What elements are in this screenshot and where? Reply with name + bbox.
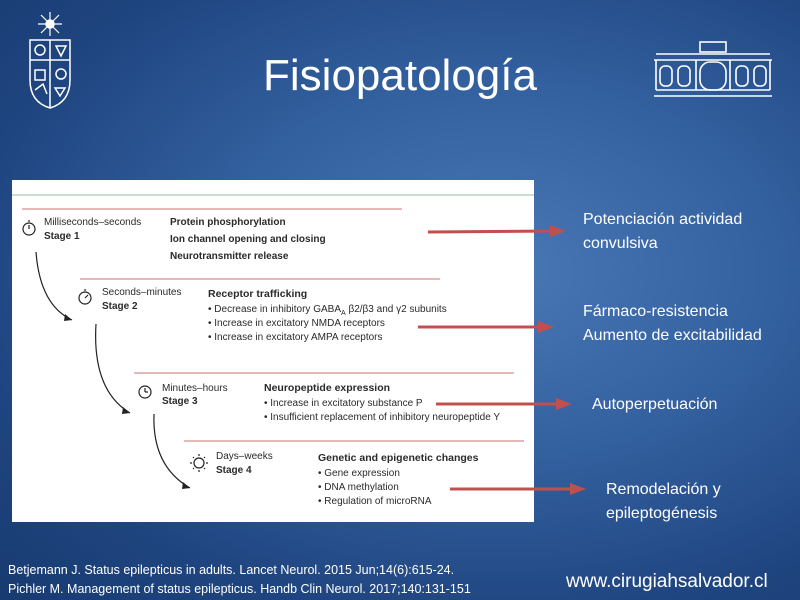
stages-figure: Milliseconds–seconds Stage 1 Protein pho… [12, 180, 534, 522]
stage2-time: Seconds–minutes [102, 287, 182, 298]
stage3-label: Stage 3 [162, 396, 198, 407]
stage2-item-2: • Increase in excitatory NMDA receptors [208, 318, 385, 329]
university-coat-of-arms-icon [29, 12, 71, 109]
stage4-heading: Genetic and epigenetic changes [318, 452, 479, 464]
reference-1: Betjemann J. Status epilepticus in adult… [8, 563, 455, 577]
website-url: www.cirugiahsalvador.cl [566, 571, 768, 592]
stage1-item-2: Ion channel opening and closing [170, 234, 326, 245]
stopwatch-icon-2 [78, 289, 92, 305]
sun-icon [190, 454, 208, 472]
stage1-item-3: Neurotransmitter release [170, 251, 289, 262]
stage3-item-2: • Insufficient replacement of inhibitory… [264, 412, 501, 423]
stage1-item-1: Protein phosphorylation [170, 217, 286, 228]
stage2-item-3: • Increase in excitatory AMPA receptors [208, 332, 383, 343]
stage-flow-arrows [22, 220, 208, 489]
reference-2: Pichler M. Management of status epilepti… [8, 582, 471, 596]
stage3-item-1: • Increase in excitatory substance P [264, 398, 423, 409]
clock-icon-3 [138, 385, 152, 399]
stage1-label: Stage 1 [44, 231, 80, 242]
figure-top-rule [12, 194, 534, 196]
references: Betjemann J. Status epilepticus in adult… [8, 561, 471, 599]
stage2-label: Stage 2 [102, 301, 138, 312]
slide-title: Fisiopatología [263, 51, 537, 100]
stopwatch-icon-1 [22, 220, 36, 236]
stage4-item-1: • Gene expression [318, 468, 400, 479]
stage4-label: Stage 4 [216, 465, 252, 476]
stage1-time: Milliseconds–seconds [44, 217, 142, 228]
stage3-rule [134, 372, 514, 374]
hospital-building-icon [654, 41, 772, 97]
stage4-item-3: • Regulation of microRNA [318, 496, 432, 507]
annotation-3: Autoperpetuación [592, 396, 718, 413]
stage3-heading: Neuropeptide expression [264, 382, 391, 394]
stage1-rule [22, 208, 402, 210]
stage4-time: Days–weeks [216, 451, 273, 462]
stage4-rule [184, 440, 524, 442]
stage2-item-1: • Decrease in inhibitory GABAA β2/β3 and… [208, 304, 447, 317]
stage2-heading: Receptor trafficking [208, 288, 308, 300]
stage4-item-2: • DNA methylation [318, 482, 399, 493]
stage3-time: Minutes–hours [162, 383, 228, 394]
stage2-rule [80, 278, 440, 280]
